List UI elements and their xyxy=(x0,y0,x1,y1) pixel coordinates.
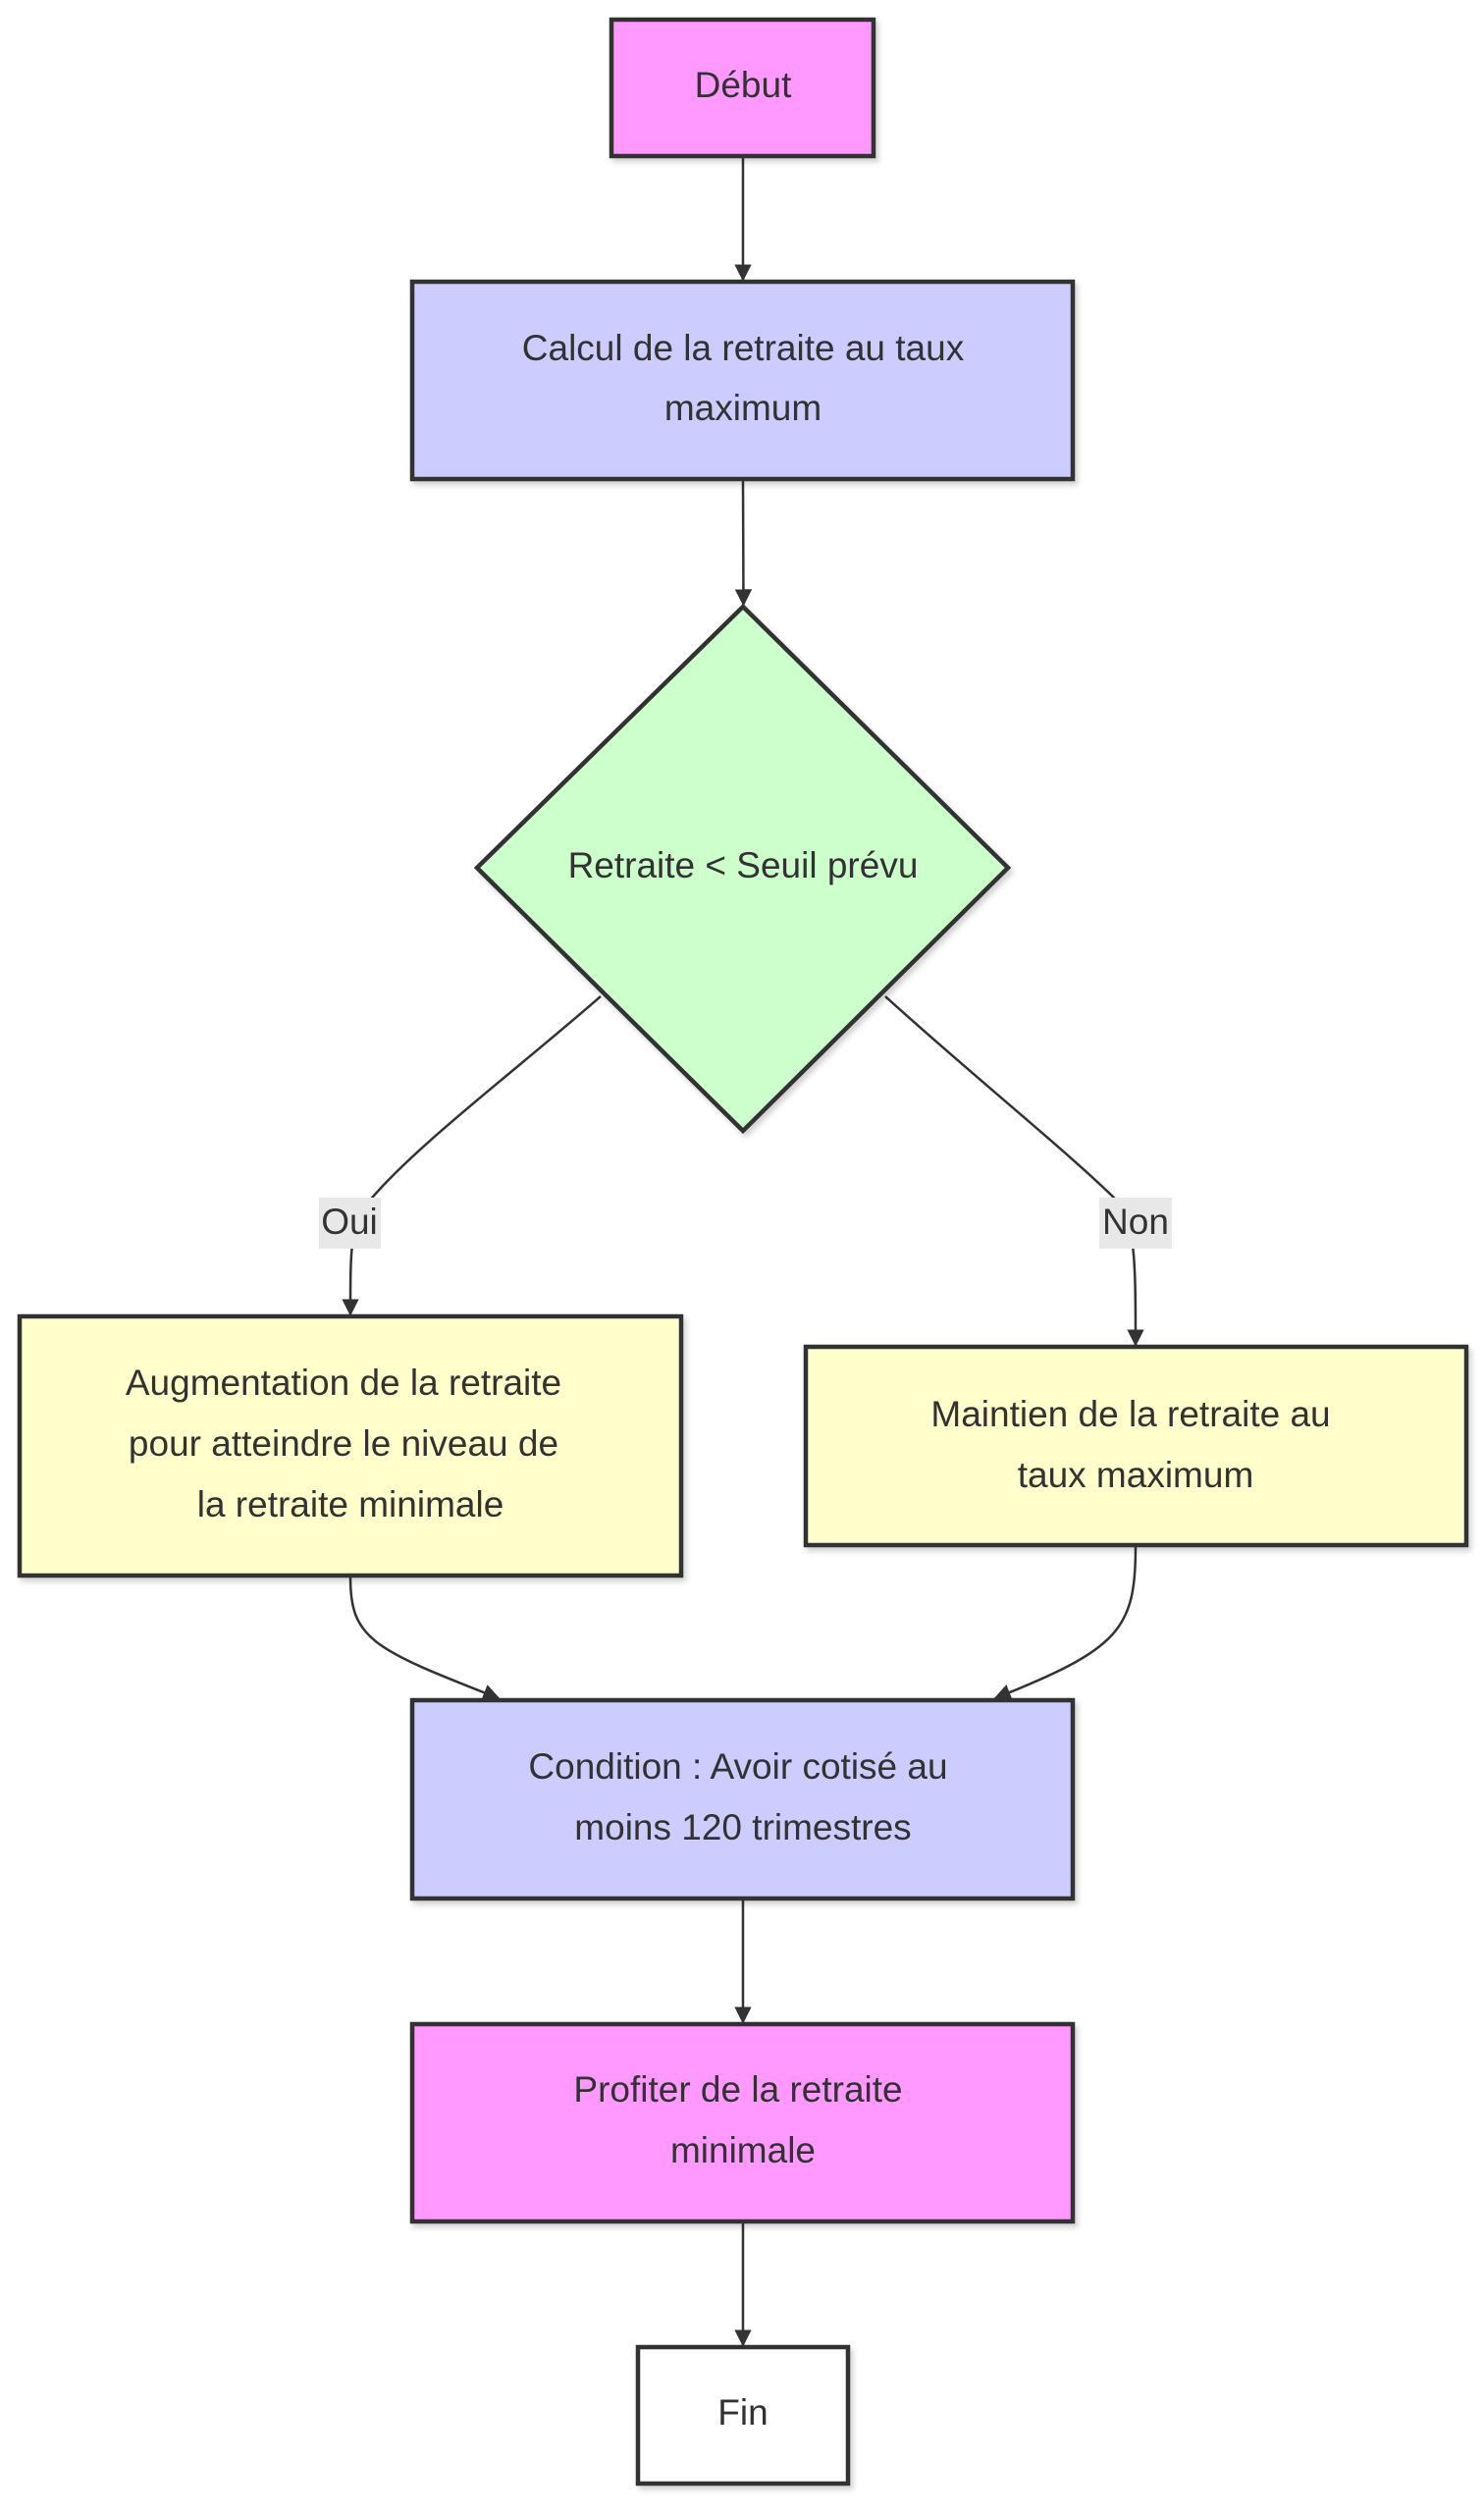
edge-decision-oui xyxy=(342,995,602,1316)
edge-label-oui: Oui xyxy=(319,1198,381,1249)
edge-label-non: Non xyxy=(1099,1198,1172,1249)
svg-text:pour atteindre le niveau de: pour atteindre le niveau de xyxy=(129,1423,558,1464)
svg-text:moins 120 trimestres: moins 120 trimestres xyxy=(574,1807,911,1847)
svg-text:Oui: Oui xyxy=(321,1202,378,1242)
node-decision: Retraite < Seuil prévu xyxy=(473,603,1012,1135)
svg-text:Début: Début xyxy=(695,65,792,105)
svg-text:Maintien de la retraite au: Maintien de la retraite au xyxy=(930,1394,1330,1434)
svg-text:taux maximum: taux maximum xyxy=(1018,1455,1254,1495)
node-augmentation: Augmentation de la retraite pour atteind… xyxy=(17,1313,684,1578)
svg-text:la retraite minimale: la retraite minimale xyxy=(197,1484,504,1524)
svg-text:Calcul de la retraite au taux: Calcul de la retraite au taux xyxy=(522,328,965,368)
edge-calcul-decision xyxy=(734,480,753,607)
svg-text:Condition : Avoir cotisé au: Condition : Avoir cotisé au xyxy=(528,1746,947,1787)
svg-text:minimale: minimale xyxy=(670,2130,816,2170)
edge-decision-non xyxy=(884,995,1144,1347)
node-calcul: Calcul de la retraite au taux maximum xyxy=(409,279,1076,482)
svg-text:Augmentation de la retraite: Augmentation de la retraite xyxy=(126,1363,561,1403)
node-maintien: Maintien de la retraite au taux maximum xyxy=(803,1344,1469,1548)
node-fin: Fin xyxy=(635,2344,851,2486)
svg-text:Profiter de la retraite: Profiter de la retraite xyxy=(573,2069,902,2110)
svg-text:Fin: Fin xyxy=(717,2392,768,2433)
edge-maintien-condition xyxy=(993,1546,1138,1701)
node-condition: Condition : Avoir cotisé au moins 120 tr… xyxy=(409,1697,1076,1901)
node-profiter: Profiter de la retraite minimale xyxy=(409,2021,1076,2224)
svg-text:maximum: maximum xyxy=(664,388,822,428)
node-debut: Début xyxy=(609,17,876,159)
svg-text:Retraite < Seuil prévu: Retraite < Seuil prévu xyxy=(568,845,919,885)
edge-augmentation-condition xyxy=(348,1577,501,1701)
svg-text:Non: Non xyxy=(1102,1202,1169,1242)
